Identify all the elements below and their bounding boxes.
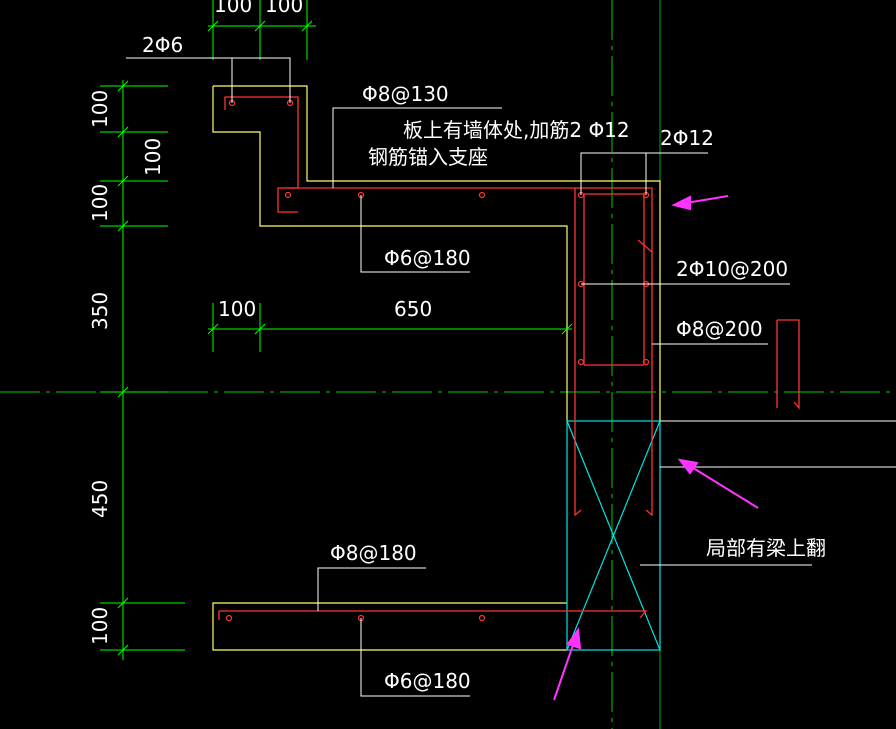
leader-phi8-130 <box>332 107 502 188</box>
rebar-dot <box>225 614 233 622</box>
dim-top-100-left: 100 <box>214 0 252 17</box>
top-dim-tick <box>254 20 266 32</box>
left-dim-tick <box>117 597 129 609</box>
dim-left-350: 350 <box>88 292 112 330</box>
slab-top-outline <box>213 85 661 421</box>
beam-top-rebar <box>777 319 800 410</box>
beam-box <box>566 420 661 651</box>
beam-diagonal-2 <box>566 420 661 651</box>
arrow-middle-head <box>677 458 699 475</box>
beam-section <box>566 420 661 651</box>
top-dim-tick <box>207 20 219 32</box>
leader-lines <box>126 57 812 697</box>
dim-left-100-bottom: 100 <box>88 607 112 645</box>
horiz-dim-tick <box>561 323 573 335</box>
label-2phi12: 2Φ12 <box>660 126 714 150</box>
dim-left-450: 450 <box>88 480 112 518</box>
stirrup-hook <box>637 239 653 253</box>
arrow-middle-shaft <box>689 465 759 509</box>
horiz-dim-tick <box>254 323 266 335</box>
rebar-dots <box>225 99 650 622</box>
top-dim-tick <box>301 20 313 32</box>
dim-left-100-a: 100 <box>88 90 112 128</box>
leader-2phi6 <box>126 57 291 103</box>
left-dim-tick <box>117 80 129 92</box>
rebar-dot <box>284 191 292 199</box>
arrow-lower-shaft <box>553 641 575 701</box>
label-phi8-180: Φ8@180 <box>330 541 417 565</box>
label-anchor-note: 钢筋锚入支座 <box>368 145 488 169</box>
upper-step-rebar <box>224 96 299 213</box>
left-dim-tick <box>117 175 129 187</box>
dim-top-100-right: 100 <box>265 0 303 17</box>
label-wall-note: 板上有墙体处,加筋2 Φ12 <box>403 118 630 142</box>
leader-phi8-180 <box>317 567 426 611</box>
arrow-upper-head <box>671 195 691 211</box>
label-2phi10-200: 2Φ10@200 <box>676 257 788 281</box>
left-dim-tick <box>117 386 129 398</box>
label-beam-up-note: 局部有梁上翻 <box>706 536 826 560</box>
annotation-texts: 2Φ6 Φ8@130 板上有墙体处,加筋2 Φ12 钢筋锚入支座 Φ6@180 … <box>142 33 826 693</box>
dim-horiz-100: 100 <box>218 297 256 321</box>
dim-left-100-b: 100 <box>141 138 165 176</box>
leader-phi6-180-lower <box>360 618 470 697</box>
rebar-dot <box>478 191 486 199</box>
rebar-dot <box>478 614 486 622</box>
left-dim-tick <box>117 126 129 138</box>
top-slab-rebar <box>287 187 653 517</box>
arrow-lower-head <box>566 627 582 650</box>
label-phi8-200: Φ8@200 <box>676 317 763 341</box>
horiz-dim-tick <box>207 323 219 335</box>
left-dim-tick <box>117 644 129 656</box>
lower-slab-outline <box>212 602 567 651</box>
callout-arrows <box>553 195 759 701</box>
slab-step-outline <box>212 86 568 421</box>
dim-horiz-650: 650 <box>394 297 432 321</box>
leader-2phi12 <box>580 152 708 195</box>
label-phi6-180-upper: Φ6@180 <box>384 246 471 270</box>
concrete-outline <box>212 85 661 651</box>
leader-phi6-180-upper <box>360 195 470 273</box>
dimension-texts: 100 100 100 100 100 350 450 100 100 650 <box>88 0 432 645</box>
inner-slab-rebar <box>574 188 582 517</box>
left-dim-tick <box>117 220 129 232</box>
label-2phi6: 2Φ6 <box>142 33 183 57</box>
label-phi8-130: Φ8@130 <box>362 82 449 106</box>
dimension-lines <box>100 0 573 660</box>
rebar-dot <box>577 358 585 366</box>
bottom-slab-rebar <box>218 610 648 620</box>
rebar-dot <box>642 358 650 366</box>
rebar-lines <box>218 96 800 620</box>
label-phi6-180-lower: Φ6@180 <box>384 669 471 693</box>
arrow-upper-shaft <box>685 195 729 204</box>
dim-left-100-c: 100 <box>88 184 112 222</box>
